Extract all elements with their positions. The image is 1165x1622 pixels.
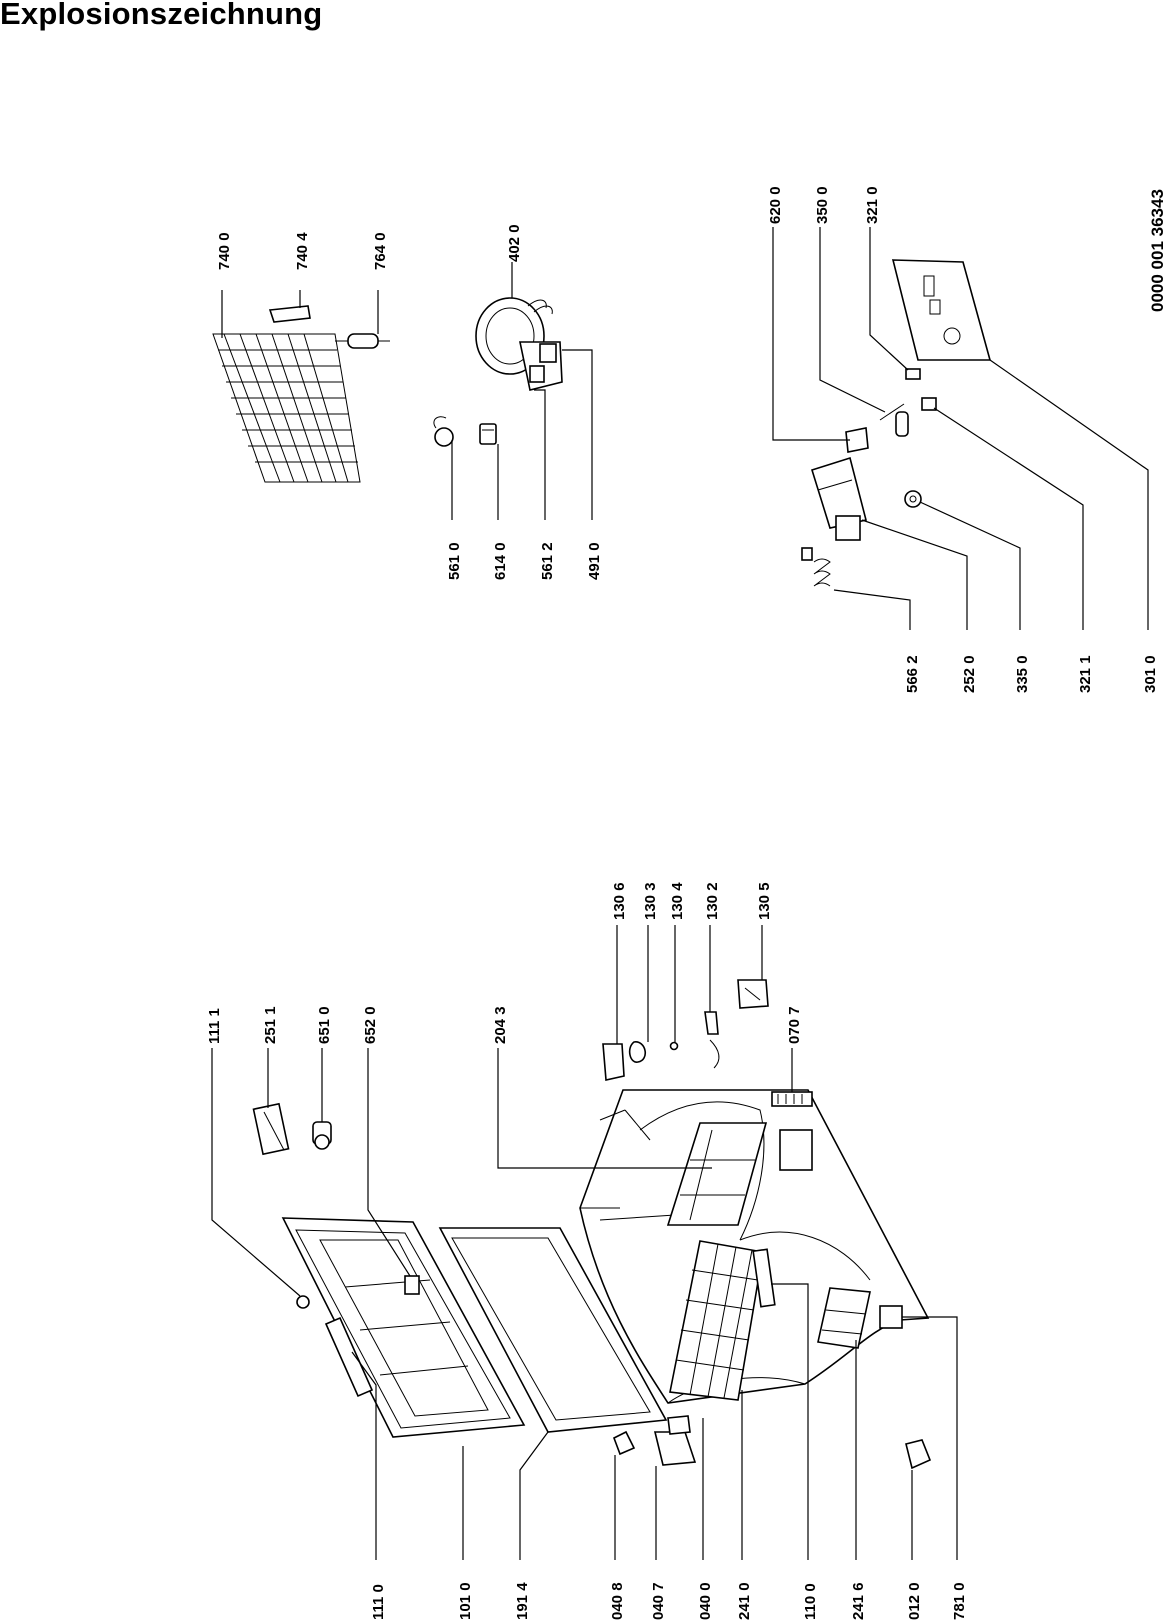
callout-label: 130 4 bbox=[669, 882, 686, 920]
callout-label: 241 0 bbox=[736, 1582, 753, 1620]
callout-label: 130 2 bbox=[704, 882, 721, 920]
spring-part bbox=[813, 558, 831, 587]
callout-label: 781 0 bbox=[951, 1582, 968, 1620]
control-panel-part bbox=[891, 259, 992, 361]
callout-label: 241 6 bbox=[850, 1582, 867, 1620]
callout-label: 491 0 bbox=[586, 542, 603, 580]
refrigeration-drawing bbox=[212, 297, 563, 483]
compressor-part bbox=[475, 297, 563, 391]
cabinet-accessories-drawing bbox=[252, 979, 769, 1156]
callout-label: 335 0 bbox=[1014, 655, 1031, 693]
controls-drawing bbox=[801, 259, 992, 587]
callout-label: 651 0 bbox=[316, 1006, 333, 1044]
callout-label: 402 0 bbox=[506, 224, 523, 262]
drawing-number: 0000 001 36343 bbox=[1148, 189, 1165, 312]
part-561-0 bbox=[434, 427, 454, 447]
callout-label: 130 5 bbox=[756, 882, 773, 920]
basket-part bbox=[666, 1122, 768, 1226]
callout-label: 111 1 bbox=[206, 1008, 223, 1044]
callout-label: 764 0 bbox=[372, 232, 389, 270]
callout-label: 110 0 bbox=[802, 1583, 819, 1620]
callout-label: 652 0 bbox=[362, 1006, 379, 1044]
page-title: Explosionszeichnung bbox=[0, 0, 323, 31]
callout-label: 614 0 bbox=[492, 542, 509, 580]
callout-label: 012 0 bbox=[906, 1582, 923, 1620]
callout-label: 191 4 bbox=[514, 1582, 531, 1620]
callout-label: 130 3 bbox=[642, 882, 659, 920]
callout-label: 040 7 bbox=[650, 1582, 667, 1620]
callout-label: 251 1 bbox=[262, 1006, 279, 1044]
callout-label: 301 0 bbox=[1142, 655, 1159, 693]
condenser-coil-part bbox=[212, 333, 361, 483]
callout-label: 566 2 bbox=[904, 655, 921, 693]
callout-label: 252 0 bbox=[961, 655, 978, 693]
callout-label: 740 0 bbox=[216, 232, 233, 270]
callout-label: 620 0 bbox=[767, 186, 784, 224]
callout-label: 561 2 bbox=[539, 542, 556, 580]
callout-label: 321 1 bbox=[1077, 655, 1094, 693]
callout-label: 040 8 bbox=[609, 1582, 626, 1620]
freezer-cabinet-drawing bbox=[281, 1089, 932, 1470]
thermostat-part bbox=[811, 456, 867, 529]
wire-basket-part bbox=[669, 1240, 764, 1401]
knob-part bbox=[904, 490, 922, 508]
callout-label: 101 0 bbox=[457, 1582, 474, 1620]
callout-label: 561 0 bbox=[446, 542, 463, 580]
callout-label: 740 4 bbox=[294, 232, 311, 270]
callout-label: 321 0 bbox=[864, 186, 881, 224]
part-130-6 bbox=[602, 1043, 625, 1081]
gasket-part bbox=[438, 1227, 668, 1433]
leader-lines bbox=[211, 227, 1149, 1560]
callout-label: 040 0 bbox=[697, 1582, 714, 1620]
callout-label: 111 0 bbox=[370, 1584, 387, 1620]
callout-label: 130 6 bbox=[611, 882, 628, 920]
callout-label: 070 7 bbox=[786, 1006, 803, 1044]
part-251-1 bbox=[252, 1102, 290, 1156]
callout-label: 350 0 bbox=[814, 186, 831, 224]
part-614-0 bbox=[479, 423, 497, 445]
callout-label: 204 3 bbox=[492, 1006, 509, 1044]
